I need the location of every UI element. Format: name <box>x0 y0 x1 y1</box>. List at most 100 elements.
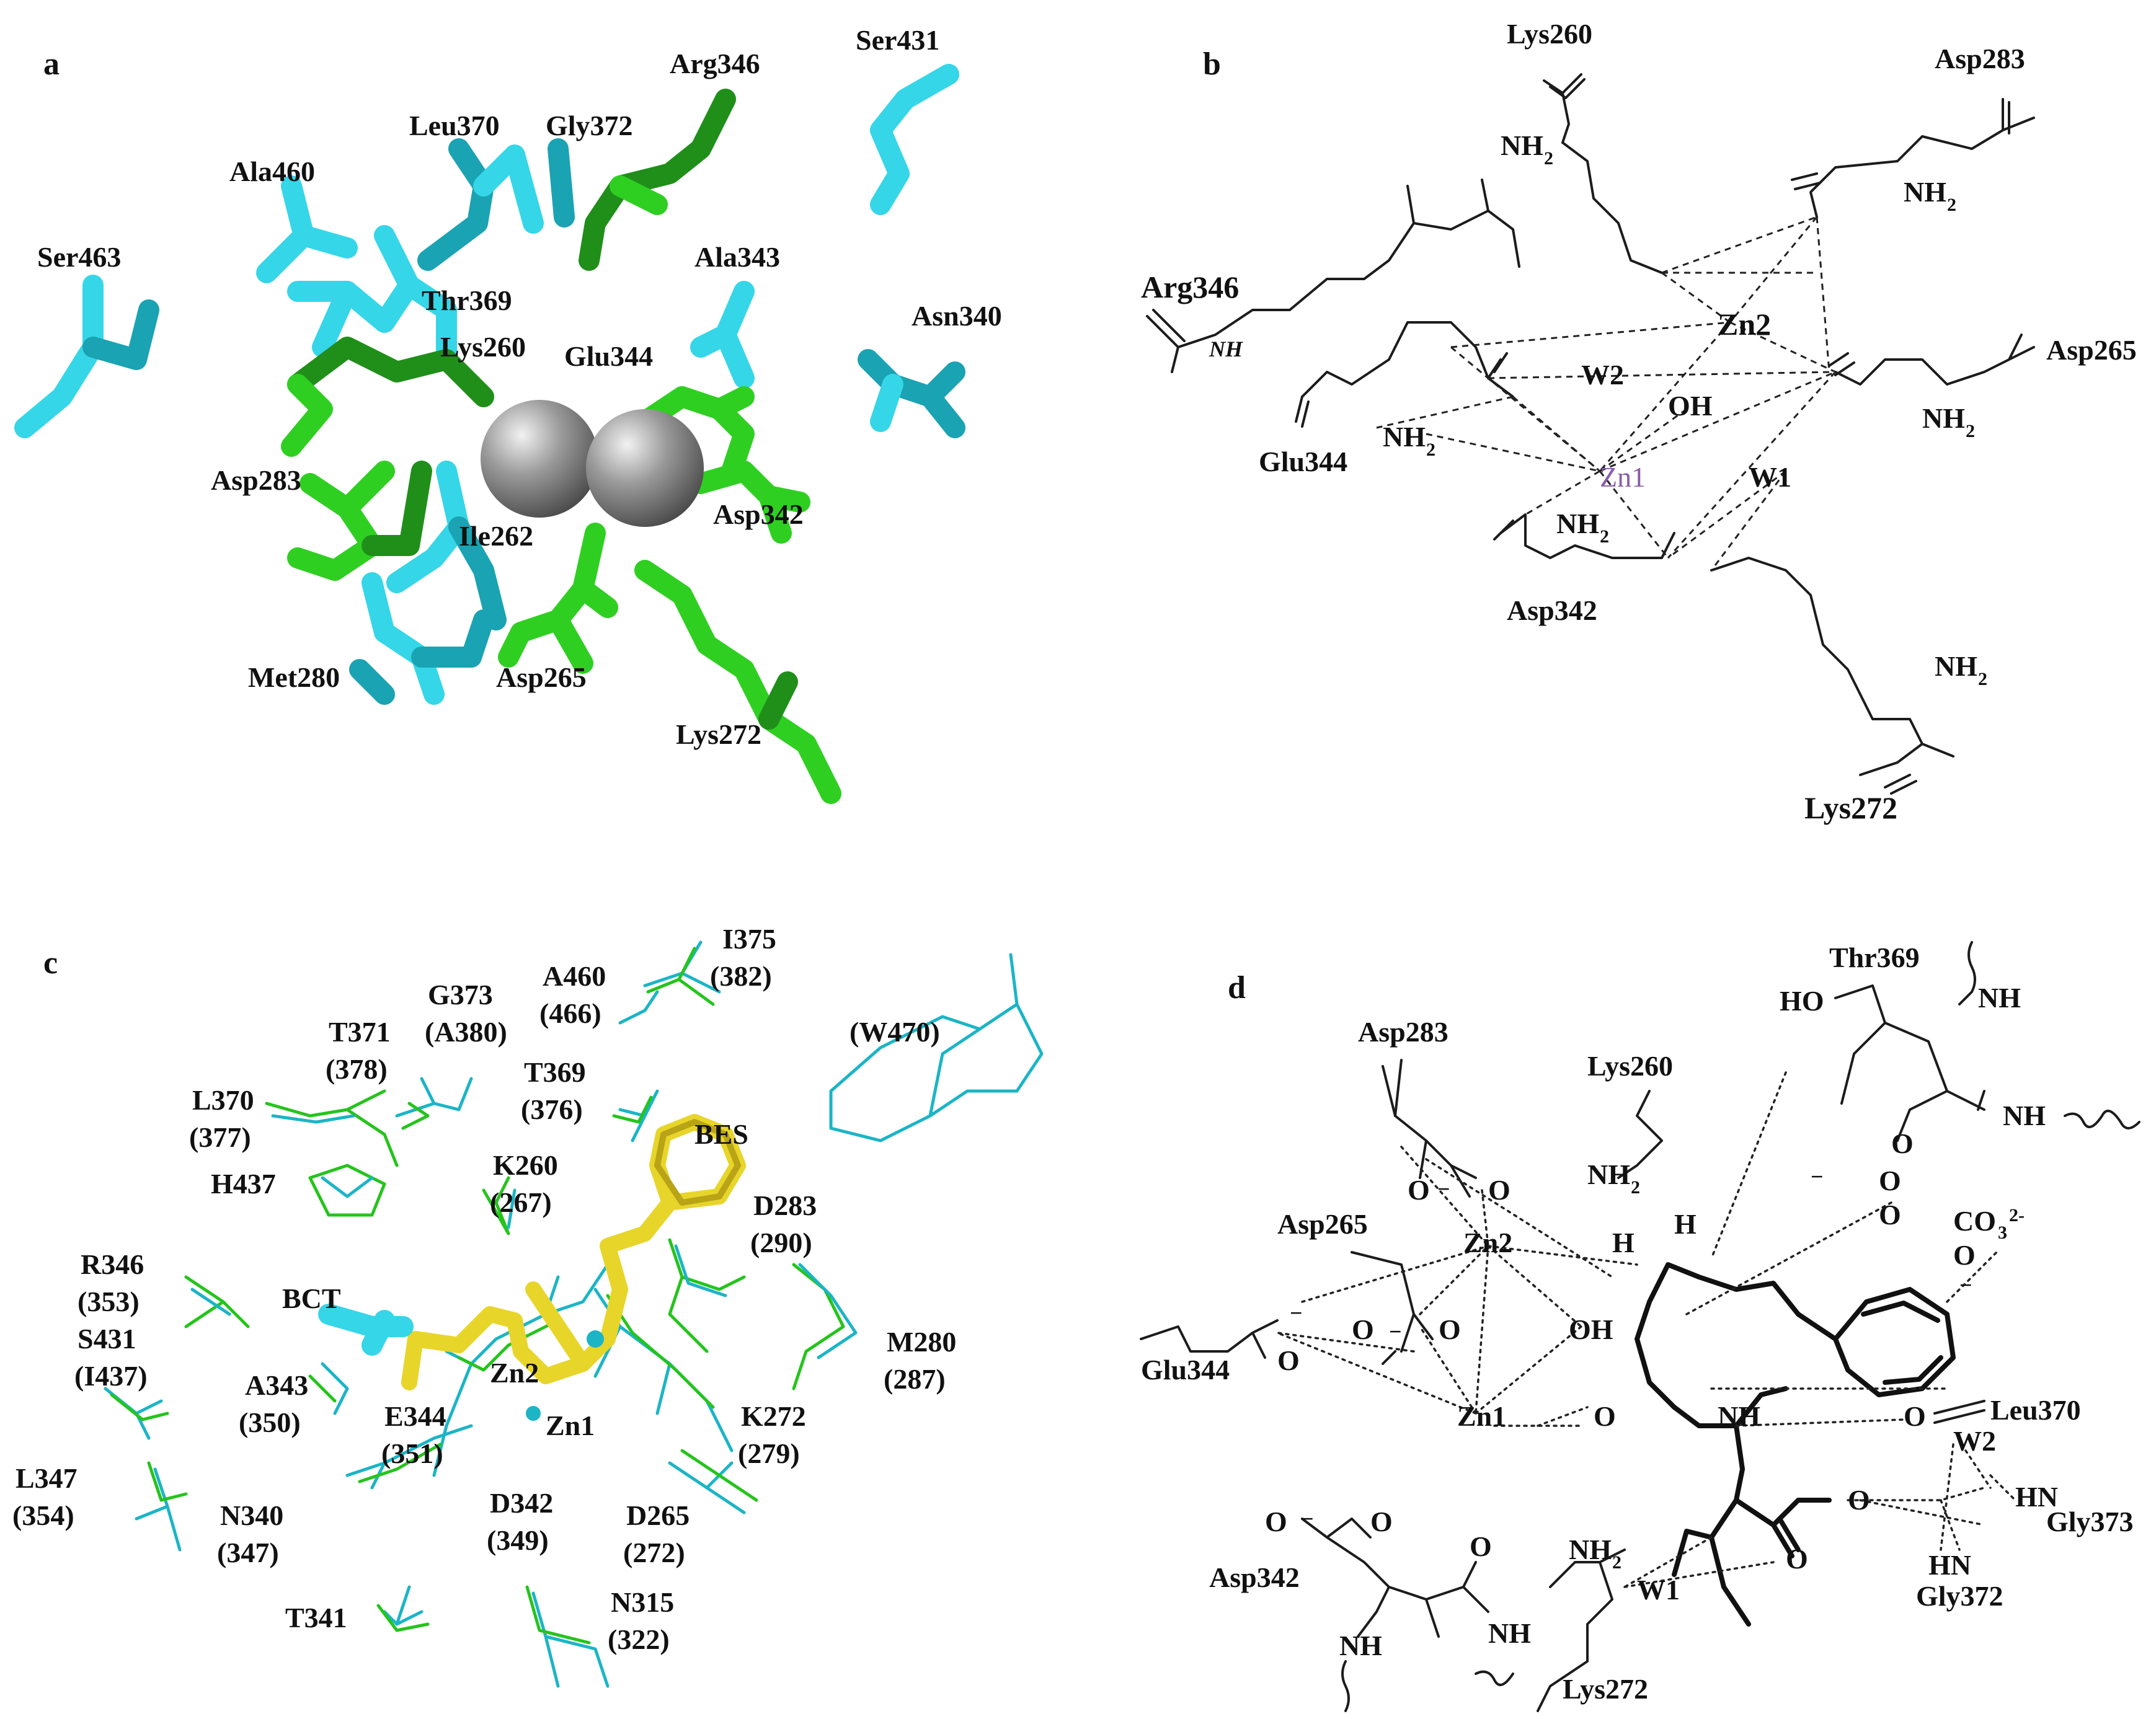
label-d-o-asp283b: O <box>1488 1174 1511 1206</box>
panel-d: d Thr369 HO NH Asp283 <box>1140 941 2140 1712</box>
label-b-zn2: Zn2 <box>1718 307 1771 342</box>
label-b-nh2-lys272: NH <box>1935 650 1977 682</box>
label-asp342: Asp342 <box>713 498 804 530</box>
label-c-e344: E344 <box>384 1400 446 1432</box>
label-c-n315: N315 <box>611 1586 674 1618</box>
residue-arg346-stick <box>579 89 736 271</box>
residue-glu344-stick <box>634 386 755 482</box>
label-d-co3-sup: 2- <box>2009 1205 2025 1226</box>
residue-ala343-stick <box>690 281 755 389</box>
label-c-t369-b: (376) <box>521 1094 583 1125</box>
label-c-t371-b: (378) <box>326 1053 388 1085</box>
label-d-o-leu: O <box>1904 1400 1926 1432</box>
label-d-o-co3b: O <box>1879 1199 1901 1231</box>
label-c-h437: H437 <box>211 1168 276 1200</box>
label-c-s431-b: (I437) <box>74 1360 148 1392</box>
label-d-o-asp265a: O <box>1352 1314 1374 1345</box>
label-d-w1: W1 <box>1637 1574 1680 1606</box>
label-c-w470: (W470) <box>850 1016 940 1048</box>
label-d-lys272: Lys272 <box>1563 1673 1648 1705</box>
label-d-o-mid: O <box>1594 1400 1616 1432</box>
label-ser463: Ser463 <box>37 241 121 273</box>
label-c-k272-b: (279) <box>738 1438 800 1469</box>
label-d-o-co3a: O <box>1879 1165 1901 1196</box>
label-b-nh2-asp265-sub: 2 <box>1966 421 1975 441</box>
label-d-leu370: Leu370 <box>1990 1394 2081 1426</box>
label-d-gly372: Gly372 <box>1916 1580 2003 1612</box>
label-d-o-asp342c: O <box>1470 1531 1492 1562</box>
label-b-arg346: Arg346 <box>1141 270 1239 304</box>
label-c-d265-b: (272) <box>623 1537 685 1568</box>
residue-leu370-stick <box>417 138 575 271</box>
label-d-nh-mid: NH <box>1718 1400 1760 1432</box>
panel-b: b Lys260 Asp283 NH 2 NH 2 Arg346 NH Zn2 <box>1141 18 2137 825</box>
label-c-k272: K272 <box>741 1400 806 1432</box>
panel-d-letter: d <box>1228 970 1246 1005</box>
label-met280: Met280 <box>248 661 340 693</box>
label-c-t341: T341 <box>285 1602 347 1633</box>
residue-asn340-stick <box>858 349 965 438</box>
residue-ile262-stick <box>386 461 507 630</box>
label-d-asp283: Asp283 <box>1358 1016 1448 1048</box>
zn1-atom-c <box>526 1406 541 1421</box>
label-d-minus-asp265: − <box>1389 1319 1402 1344</box>
label-asn340: Asn340 <box>912 300 1002 332</box>
label-arg346: Arg346 <box>670 48 760 79</box>
label-c-n340-b: (347) <box>217 1537 279 1568</box>
label-d-glu344: Glu344 <box>1141 1354 1230 1385</box>
label-c-bct: BCT <box>282 1283 341 1314</box>
residue-ser431-stick <box>870 64 959 215</box>
label-c-l370-b: (377) <box>189 1121 251 1153</box>
label-b-nh-arg: NH <box>1209 337 1243 361</box>
label-c-a460: A460 <box>543 960 606 992</box>
label-d-oh: OH <box>1569 1314 1613 1345</box>
label-c-m280: M280 <box>887 1326 956 1358</box>
label-c-d283: D283 <box>753 1190 817 1221</box>
label-b-asp283: Asp283 <box>1935 43 2025 74</box>
label-d-asp265: Asp265 <box>1277 1208 1368 1240</box>
label-c-e344-b: (351) <box>381 1438 443 1469</box>
label-b-nh2-lys260-sub: 2 <box>1544 148 1553 169</box>
label-d-h1: H <box>1674 1208 1697 1240</box>
label-d-o-sub: O <box>1848 1484 1870 1516</box>
residue-asp342-stick <box>690 461 810 544</box>
panel-b-letter: b <box>1203 46 1221 82</box>
label-c-a460-b: (466) <box>539 997 601 1029</box>
residue-asp283-stick <box>287 461 432 581</box>
label-b-asp342: Asp342 <box>1507 594 1597 626</box>
residue-lys272-stick <box>634 560 841 804</box>
label-b-oh: OH <box>1668 390 1713 422</box>
label-d-nh2-lys272-sub: 2 <box>1612 1552 1621 1573</box>
label-c-m280-b: (287) <box>884 1363 946 1395</box>
label-asp265: Asp265 <box>496 661 587 693</box>
label-d-nh-bm: NH <box>1488 1617 1531 1649</box>
label-b-w1: W1 <box>1749 461 1791 493</box>
label-d-nh2-lys260: NH <box>1587 1159 1630 1190</box>
label-c-bes: BES <box>694 1118 748 1150</box>
label-d-nh-top: NH <box>1978 982 2021 1014</box>
label-d-zn1: Zn1 <box>1457 1400 1506 1432</box>
label-c-g373-b: (A380) <box>425 1016 507 1048</box>
label-d-minus-asp342: − <box>1301 1506 1314 1531</box>
label-c-a343: A343 <box>245 1369 308 1401</box>
label-thr369: Thr369 <box>422 285 512 316</box>
label-d-zn2: Zn2 <box>1463 1227 1512 1258</box>
label-d-o-asp342b: O <box>1370 1506 1393 1537</box>
label-d-nh2-lys260-sub: 2 <box>1631 1177 1640 1198</box>
label-b-zn1: Zn1 <box>1600 461 1646 493</box>
label-c-l347-b: (354) <box>12 1500 74 1531</box>
residue-thr369-stick <box>287 225 457 364</box>
panel-a-letter: a <box>43 46 60 82</box>
residue-ser463-stick <box>14 275 159 438</box>
residue-asp265-stick <box>498 523 618 674</box>
label-glu344: Glu344 <box>564 340 653 372</box>
residue-lys260-stick <box>281 337 494 457</box>
label-ala460: Ala460 <box>229 156 315 187</box>
panel-c: c <box>12 923 1044 1688</box>
label-c-d342: D342 <box>490 1487 553 1519</box>
label-c-zn2: Zn2 <box>490 1357 539 1389</box>
label-b-nh2-lys260: NH <box>1501 130 1543 161</box>
label-b-w2: W2 <box>1581 359 1624 391</box>
label-c-n340: N340 <box>220 1500 283 1531</box>
label-d-o-lys: O <box>1786 1543 1808 1575</box>
